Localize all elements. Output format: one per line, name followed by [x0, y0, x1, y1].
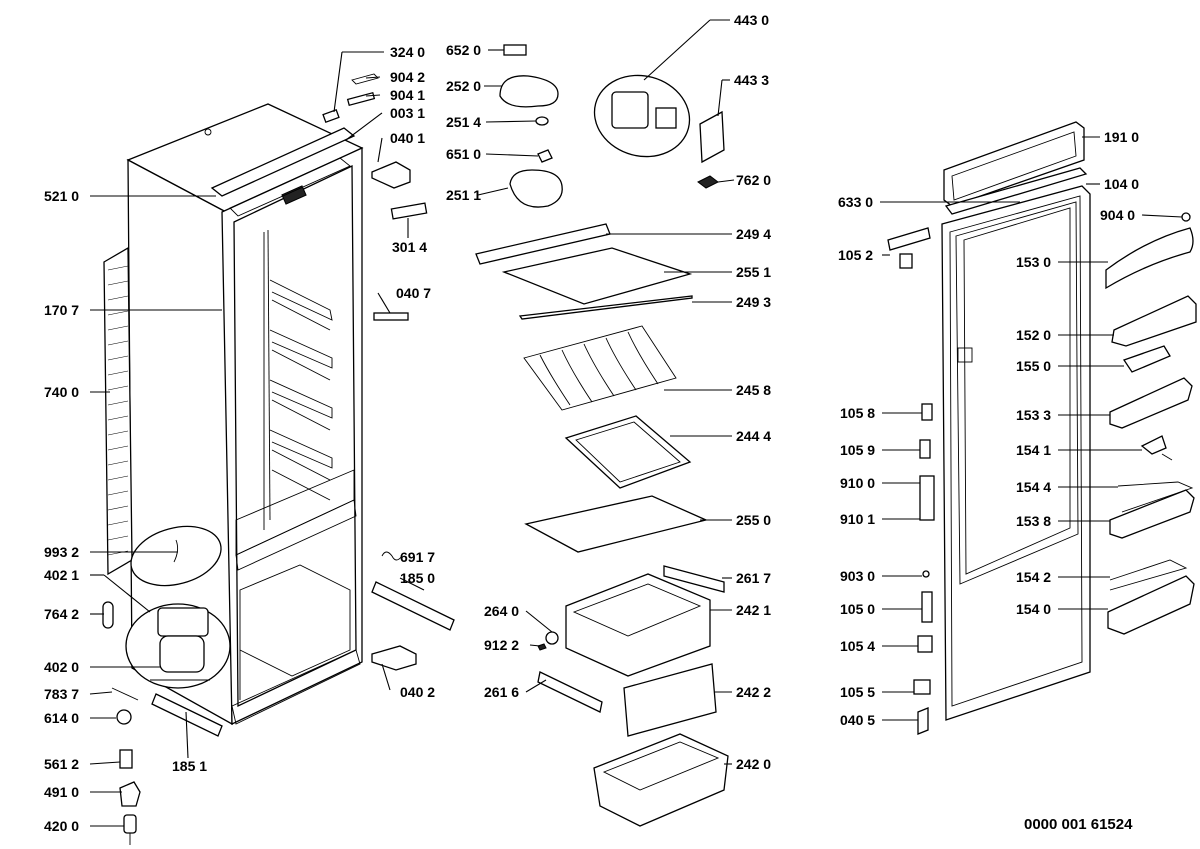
label-153-0: 153 0 [1016, 254, 1051, 270]
label-402-0: 402 0 [44, 659, 79, 675]
label-105-5: 105 5 [840, 684, 875, 700]
label-040-5: 040 5 [840, 712, 875, 728]
label-633-0: 633 0 [838, 194, 873, 210]
label-170-7: 170 7 [44, 302, 79, 318]
label-993-2: 993 2 [44, 544, 79, 560]
label-242-1: 242 1 [736, 602, 771, 618]
condenser-coil [103, 246, 133, 576]
label-244-4: 244 4 [736, 428, 771, 444]
label-154-2: 154 2 [1016, 569, 1051, 585]
left-label-group: 521 0 170 7 740 0 993 2 402 1 764 2 402 … [44, 188, 207, 834]
label-324-0: 324 0 [390, 44, 425, 60]
label-255-1: 255 1 [736, 264, 771, 280]
label-105-2: 105 2 [838, 247, 873, 263]
cabinet-label-group: 324 0 904 2 904 1 003 1 040 1 301 4 040 … [390, 44, 435, 700]
label-910-1: 910 1 [840, 511, 875, 527]
label-561-2: 561 2 [44, 756, 79, 772]
label-255-0: 255 0 [736, 512, 771, 528]
label-652-0: 652 0 [446, 42, 481, 58]
label-251-1: 251 1 [446, 187, 481, 203]
label-105-8: 105 8 [840, 405, 875, 421]
label-301-4: 301 4 [392, 239, 427, 255]
label-040-2: 040 2 [400, 684, 435, 700]
label-443-3: 443 3 [734, 72, 769, 88]
center-label-group: 652 0 252 0 251 4 651 0 251 1 443 0 443 … [446, 12, 771, 772]
label-264-0: 264 0 [484, 603, 519, 619]
document-code: 0000 001 61524 [1024, 816, 1133, 833]
label-249-3: 249 3 [736, 294, 771, 310]
label-105-0: 105 0 [840, 601, 875, 617]
label-783-7: 783 7 [44, 686, 79, 702]
label-491-0: 491 0 [44, 784, 79, 800]
label-153-3: 153 3 [1016, 407, 1051, 423]
label-691-7: 691 7 [400, 549, 435, 565]
label-904-1: 904 1 [390, 87, 425, 103]
label-402-1: 402 1 [44, 567, 79, 583]
label-261-6: 261 6 [484, 684, 519, 700]
leader-lines [89, 19, 1183, 827]
door-label-group: 191 0 104 0 633 0 904 0 105 2 153 0 152 … [838, 129, 1139, 728]
label-764-2: 764 2 [44, 606, 79, 622]
label-154-0: 154 0 [1016, 601, 1051, 617]
label-912-2: 912 2 [484, 637, 519, 653]
label-105-9: 105 9 [840, 442, 875, 458]
label-104-0: 104 0 [1104, 176, 1139, 192]
label-443-0: 443 0 [734, 12, 769, 28]
label-155-0: 155 0 [1016, 358, 1051, 374]
label-521-0: 521 0 [44, 188, 79, 204]
label-105-4: 105 4 [840, 638, 875, 654]
label-740-0: 740 0 [44, 384, 79, 400]
label-242-2: 242 2 [736, 684, 771, 700]
label-154-4: 154 4 [1016, 479, 1051, 495]
label-614-0: 614 0 [44, 710, 79, 726]
door-assembly [887, 121, 1197, 735]
label-245-8: 245 8 [736, 382, 771, 398]
label-249-4: 249 4 [736, 226, 771, 242]
label-904-2: 904 2 [390, 69, 425, 85]
label-252-0: 252 0 [446, 78, 481, 94]
label-762-0: 762 0 [736, 172, 771, 188]
label-152-0: 152 0 [1016, 327, 1051, 343]
label-904-0: 904 0 [1100, 207, 1135, 223]
label-003-1: 003 1 [390, 105, 425, 121]
center-parts [475, 44, 729, 827]
label-910-0: 910 0 [840, 475, 875, 491]
label-153-8: 153 8 [1016, 513, 1051, 529]
label-185-1: 185 1 [172, 758, 207, 774]
label-185-0: 185 0 [400, 570, 435, 586]
label-420-0: 420 0 [44, 818, 79, 834]
label-191-0: 191 0 [1104, 129, 1139, 145]
label-251-4: 251 4 [446, 114, 481, 130]
label-040-1: 040 1 [390, 130, 425, 146]
label-651-0: 651 0 [446, 146, 481, 162]
label-040-7: 040 7 [396, 285, 431, 301]
label-903-0: 903 0 [840, 568, 875, 584]
label-242-0: 242 0 [736, 756, 771, 772]
label-261-7: 261 7 [736, 570, 771, 586]
label-154-1: 154 1 [1016, 442, 1051, 458]
